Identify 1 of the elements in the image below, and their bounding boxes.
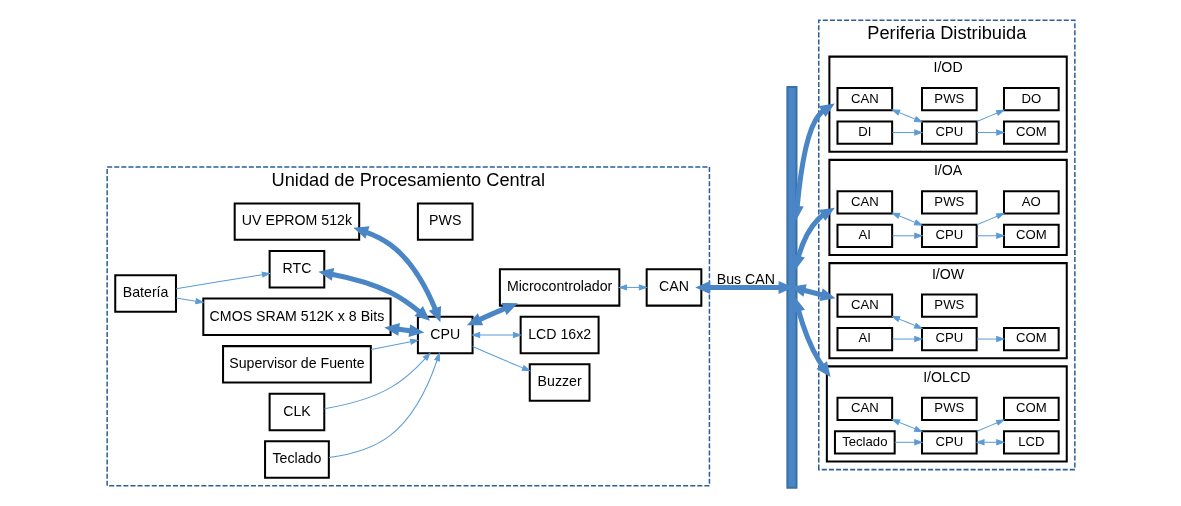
edge-label: Bus CAN: [716, 270, 775, 287]
